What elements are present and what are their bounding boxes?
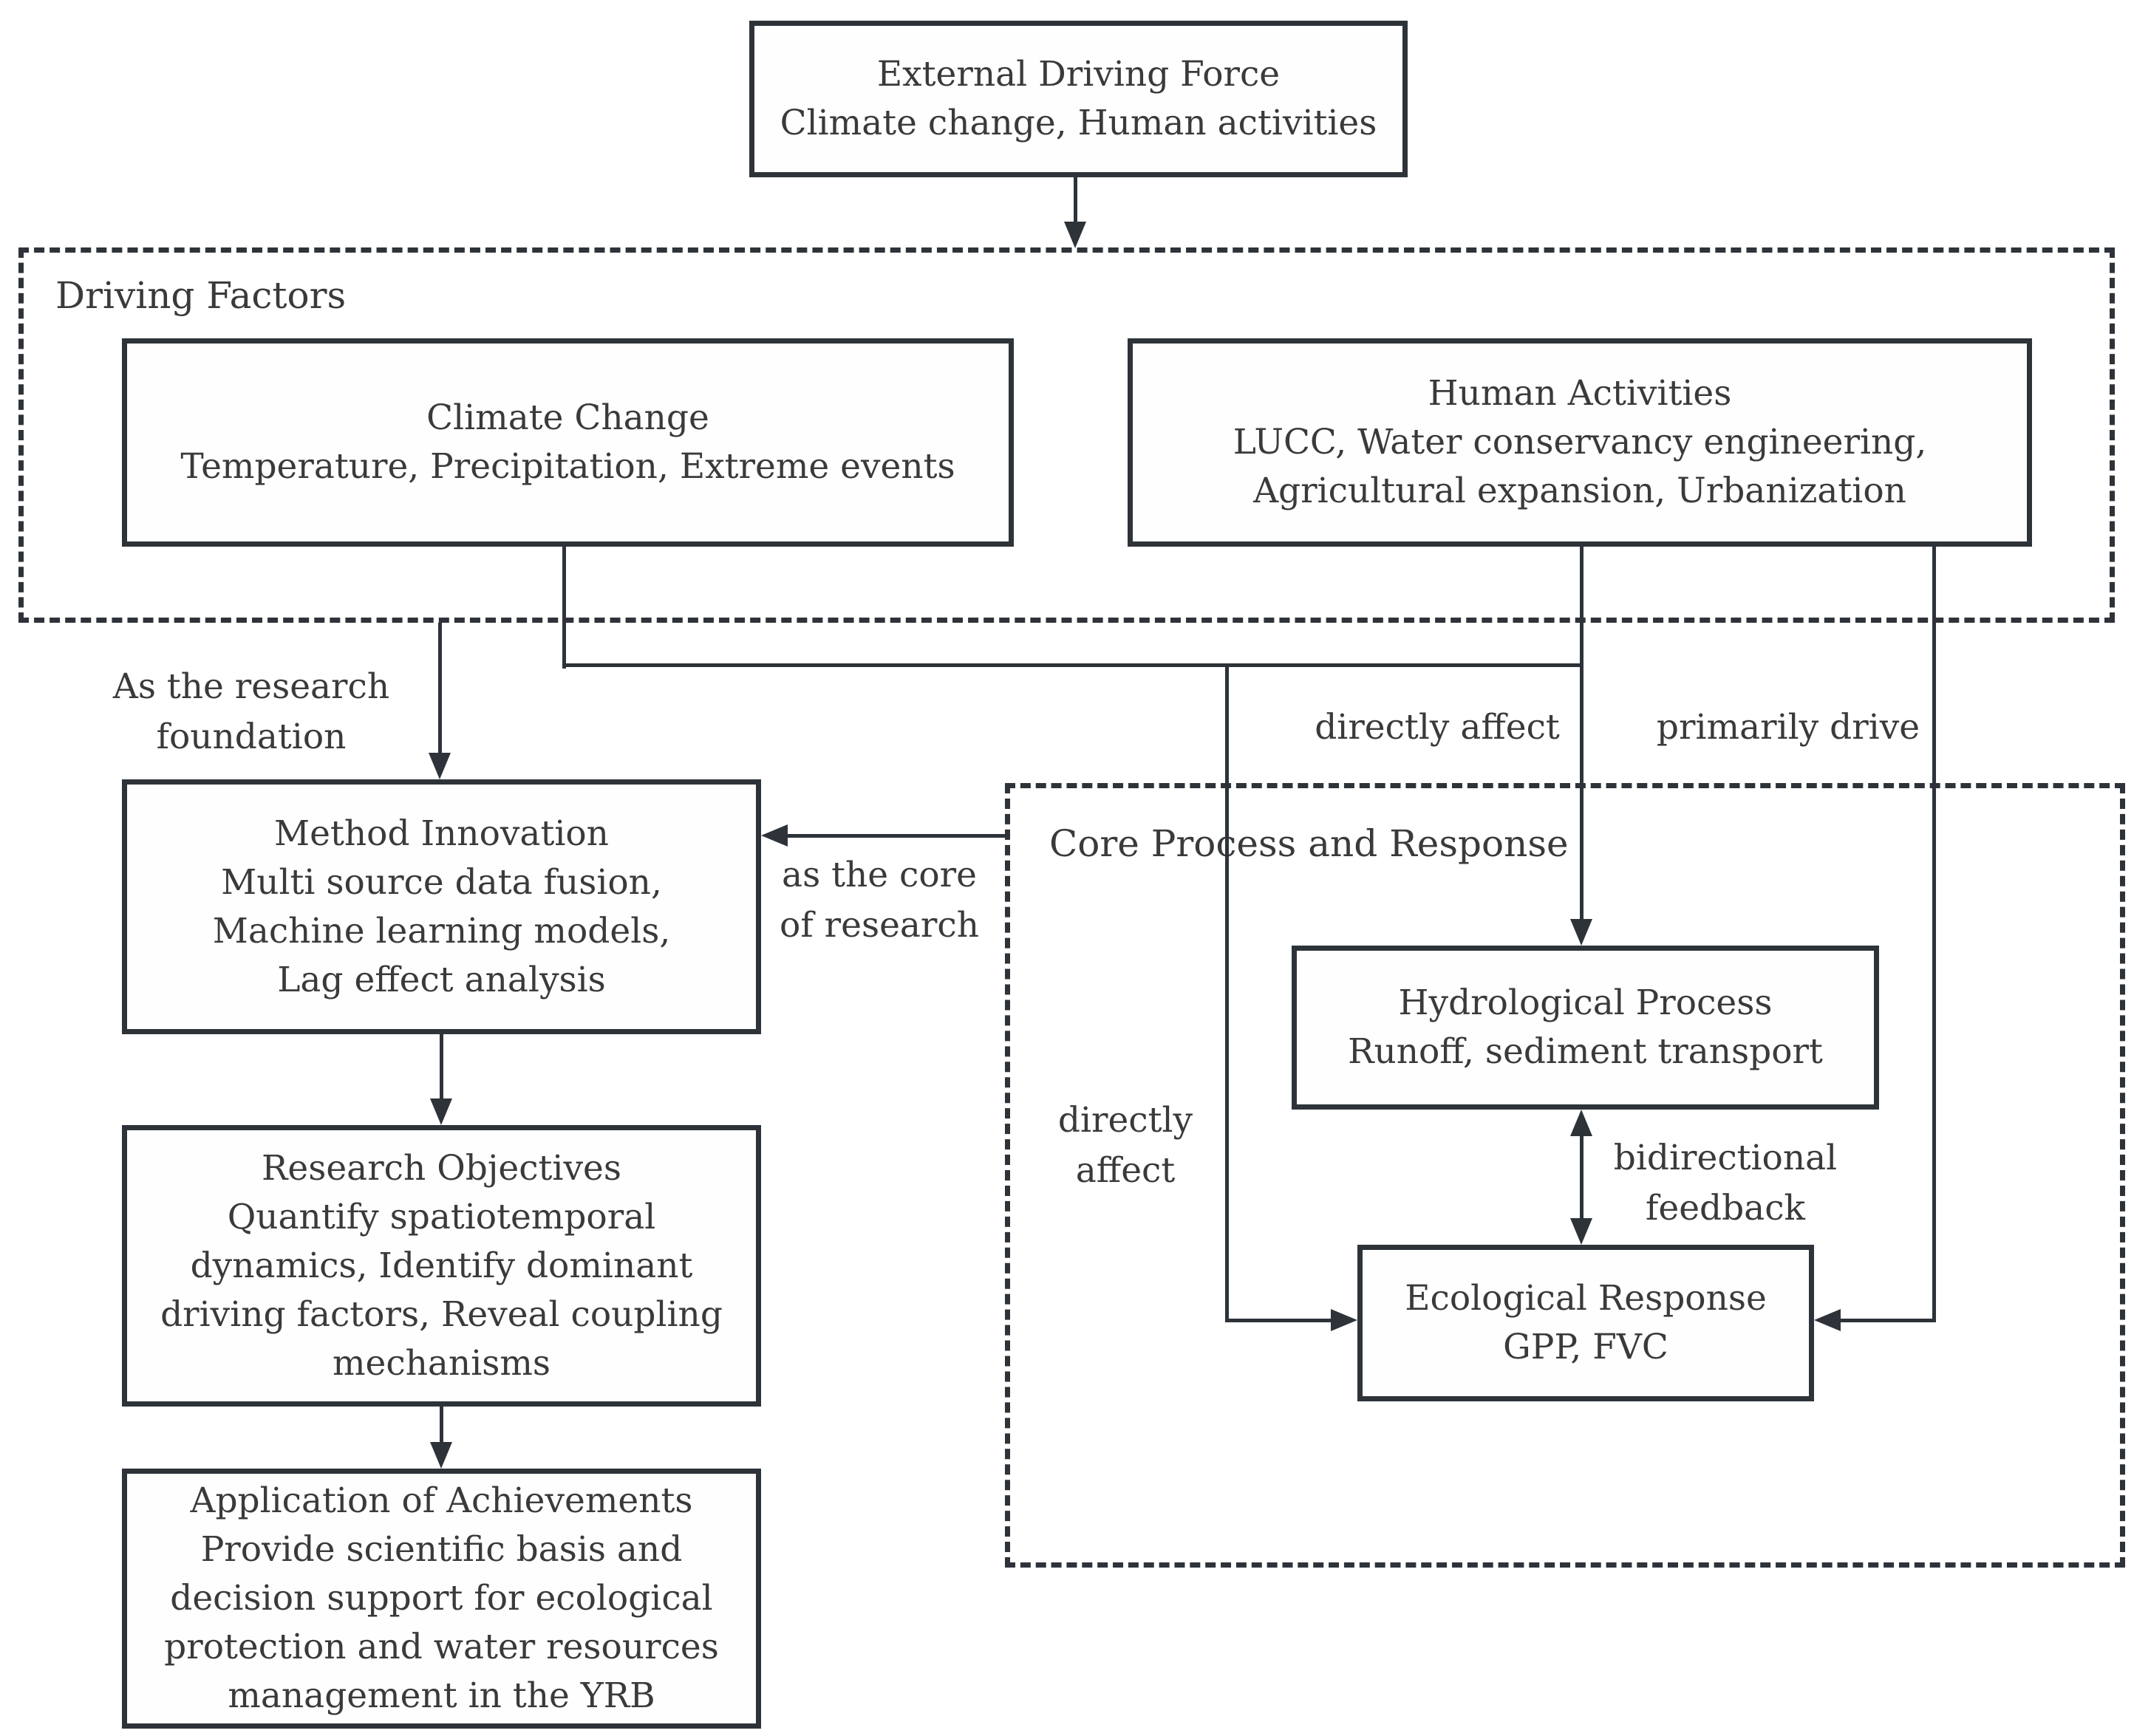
edge-label-directly-affect-side-line1: directly xyxy=(1057,1100,1193,1141)
research-objectives-detail-4: mechanisms xyxy=(332,1342,551,1384)
arrowhead-into-application xyxy=(430,1442,452,1469)
research-objectives-detail-1: Quantify spatiotemporal xyxy=(227,1196,656,1237)
core-process-group-label: Core Process and Response xyxy=(1049,822,1569,865)
hydrological-process-title: Hydrological Process xyxy=(1398,983,1773,1023)
ecological-response-box: Ecological Response GPP, FVC xyxy=(1357,1245,1814,1401)
edge-label-directly-affect-side-line2: affect xyxy=(1075,1150,1176,1191)
ecological-response-title: Ecological Response xyxy=(1405,1278,1767,1319)
climate-change-title: Climate Change xyxy=(426,397,709,438)
edge-label-core-of-research-line1: as the core xyxy=(782,855,977,895)
arrowhead-external-to-driving xyxy=(1064,222,1086,248)
method-innovation-detail-2: Machine learning models, xyxy=(212,910,671,951)
method-innovation-box: Method Innovation Multi source data fusi… xyxy=(122,779,761,1034)
human-activities-box: Human Activities LUCC, Water conservancy… xyxy=(1128,338,2032,547)
human-activities-detail-1: LUCC, Water conservancy engineering, xyxy=(1233,422,1927,462)
research-objectives-title: Research Objectives xyxy=(262,1147,621,1189)
edge-label-directly-affect-top: directly affect xyxy=(1315,707,1560,748)
connector-bidirectional xyxy=(1580,1135,1584,1220)
arrowhead-into-ecological-left xyxy=(1331,1309,1357,1331)
research-objectives-detail-3: driving factors, Reveal coupling xyxy=(160,1294,723,1335)
edge-label-foundation-line1: As the research xyxy=(112,666,390,707)
edge-label-foundation: As the research foundation xyxy=(103,662,399,762)
hydrological-process-detail: Runoff, sediment transport xyxy=(1348,1031,1823,1072)
arrowhead-into-objectives xyxy=(430,1098,452,1125)
core-process-group xyxy=(1005,783,2125,1568)
climate-change-box: Climate Change Temperature, Precipitatio… xyxy=(122,338,1014,547)
climate-change-detail: Temperature, Precipitation, Extreme even… xyxy=(180,446,955,487)
edge-label-foundation-line2: foundation xyxy=(156,717,347,757)
connector-external-to-driving xyxy=(1074,177,1077,223)
connector-climate-down xyxy=(562,547,566,669)
edge-label-bidirectional-feedback: bidirectional feedback xyxy=(1596,1133,1855,1234)
connector-primarily-drive-left xyxy=(1839,1319,1934,1322)
driving-factors-group-label: Driving Factors xyxy=(55,274,347,317)
connector-branch-to-ecological xyxy=(1225,663,1229,1322)
method-innovation-title: Method Innovation xyxy=(274,813,609,854)
connector-climate-right xyxy=(562,663,1583,667)
application-detail-4: management in the YRB xyxy=(228,1675,655,1716)
edge-label-bidirectional-line2: feedback xyxy=(1645,1188,1806,1228)
edge-label-core-of-research-line2: of research xyxy=(780,905,979,946)
arrowhead-into-ecological-right xyxy=(1814,1309,1841,1331)
external-driving-force-box: External Driving Force Climate change, H… xyxy=(749,21,1408,177)
application-of-achievements-box: Application of Achievements Provide scie… xyxy=(122,1469,761,1729)
external-driving-force-title: External Driving Force xyxy=(876,54,1281,95)
edge-label-directly-affect-side: directly affect xyxy=(1033,1096,1218,1196)
arrowhead-into-method xyxy=(429,753,451,779)
driving-factors-group xyxy=(18,247,2115,623)
connector-method-to-objectives xyxy=(440,1034,443,1100)
method-innovation-detail-3: Lag effect analysis xyxy=(277,959,606,1000)
application-detail-3: protection and water resources xyxy=(164,1627,719,1667)
application-title: Application of Achievements xyxy=(190,1480,693,1521)
connector-core-to-method xyxy=(786,834,1005,838)
application-detail-2: decision support for ecological xyxy=(170,1578,713,1619)
ecological-response-detail: GPP, FVC xyxy=(1503,1327,1668,1367)
edge-label-bidirectional-line1: bidirectional xyxy=(1613,1138,1838,1178)
connector-human-to-hydrological xyxy=(1580,547,1584,920)
edge-label-primarily-drive: primarily drive xyxy=(1656,707,1920,748)
human-activities-title: Human Activities xyxy=(1428,373,1732,414)
arrowhead-core-to-method xyxy=(761,824,788,847)
arrowhead-bidirectional-down xyxy=(1570,1218,1592,1245)
arrowhead-bidirectional-up xyxy=(1570,1110,1592,1136)
arrowhead-into-hydrological xyxy=(1570,919,1592,946)
connector-objectives-to-application xyxy=(440,1407,443,1443)
method-innovation-detail-1: Multi source data fusion, xyxy=(221,861,662,903)
human-activities-detail-2: Agricultural expansion, Urbanization xyxy=(1253,471,1906,511)
hydrological-process-box: Hydrological Process Runoff, sediment tr… xyxy=(1292,946,1879,1110)
research-objectives-box: Research Objectives Quantify spatiotempo… xyxy=(122,1125,761,1407)
connector-branch-elbow-right xyxy=(1225,1319,1332,1322)
edge-label-core-of-research: as the core of research xyxy=(732,850,1027,951)
external-driving-force-detail: Climate change, Human activities xyxy=(780,103,1377,143)
connector-primarily-drive-down xyxy=(1932,547,1936,1322)
connector-foundation xyxy=(438,623,442,754)
research-objectives-detail-2: dynamics, Identify dominant xyxy=(190,1245,693,1286)
application-detail-1: Provide scientific basis and xyxy=(200,1529,683,1570)
